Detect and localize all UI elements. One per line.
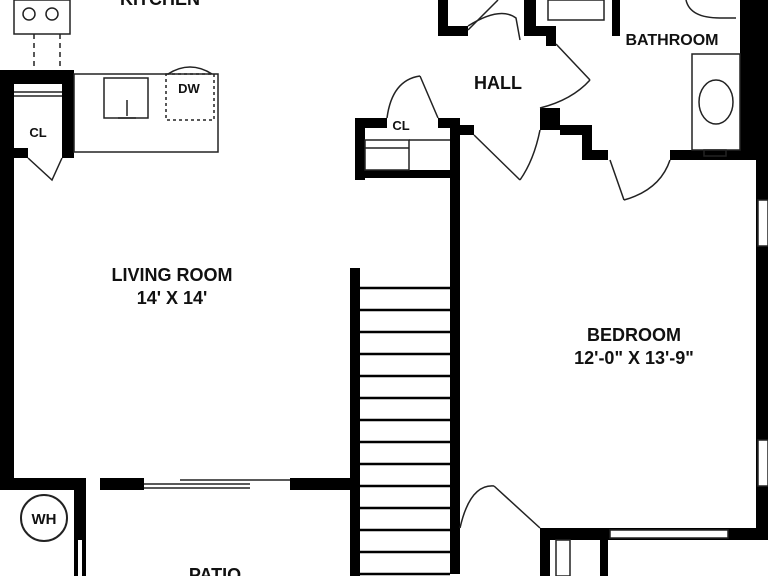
bedroom-lower-door	[493, 485, 541, 529]
wall-patio-mid	[100, 478, 144, 490]
patio-label: PATIO	[189, 565, 241, 576]
bathtub	[547, 0, 605, 21]
wall-closet-bottom	[0, 148, 28, 158]
toilet	[685, 0, 736, 19]
wall-hall-upper-left-stub	[438, 26, 468, 36]
wall-hall-closet-bottom	[355, 170, 450, 178]
dishwasher	[165, 73, 215, 121]
wall-patio-wh	[74, 478, 86, 576]
hall-doors	[386, 0, 591, 181]
wall-bath-step-bottom	[582, 150, 608, 160]
kitchen-closet-label: CL	[29, 125, 46, 140]
hall-closet-label: CL	[392, 118, 409, 133]
bedroom-lower-door-arc	[459, 485, 495, 529]
wall-hall-upper-left	[438, 0, 448, 36]
wall-bath-door-jamb	[546, 26, 556, 46]
stairs	[360, 286, 450, 576]
kitchen-closet	[14, 91, 63, 182]
bathroom-label: BATHROOM	[625, 32, 718, 49]
wall-hall-closet-top-left	[355, 118, 387, 128]
wall-left-exterior	[0, 70, 14, 486]
wall-hall-bedroom-top	[460, 125, 474, 135]
wall-closet-bottom-right	[600, 528, 608, 576]
hall-upper-door-arc	[467, 12, 521, 41]
window-closet	[555, 539, 571, 576]
patio-sliding-door	[144, 479, 290, 489]
bath-sink	[698, 79, 734, 125]
bedroom-doors	[459, 159, 671, 529]
dishwasher-label: DW	[178, 81, 200, 96]
wall-stair-left	[350, 268, 360, 576]
wall-bath-lower-left	[560, 125, 584, 135]
hall-closet-door	[419, 75, 439, 119]
dishwasher-door-arc	[167, 66, 213, 75]
water-heater	[20, 494, 68, 542]
window-bedroom-lower	[757, 439, 768, 487]
hall-closet-door-arc	[386, 75, 421, 119]
kitchen-counter	[73, 73, 219, 153]
stove	[13, 0, 71, 35]
kitchen-fixtures	[13, 0, 219, 153]
wall-hall-bath-post	[540, 108, 560, 130]
window-bedroom-bottom	[609, 529, 729, 539]
bedroom-closet-door	[609, 159, 625, 201]
wall-bath-left-stub	[524, 26, 556, 36]
bedroom-size: 12'-0" X 13'-9"	[574, 348, 694, 368]
bedroom-entry-door-arc	[519, 129, 541, 181]
bath-door-arc	[539, 79, 591, 109]
bedroom-closet-door-arc	[623, 159, 671, 201]
bath-door	[555, 43, 591, 81]
wall-bath-right	[740, 0, 768, 160]
wall-closet-bottom-left	[540, 528, 550, 576]
stove-burner	[45, 7, 59, 21]
wall-hall-closet-left	[355, 118, 365, 180]
vanity-base	[703, 149, 727, 157]
bathroom-fixtures	[547, 0, 741, 157]
windows	[555, 199, 768, 576]
wall-kitchen-closet-right	[62, 70, 74, 158]
living-room-label: LIVING ROOM	[112, 265, 233, 285]
hall-upper-door	[467, 0, 499, 31]
water-heater-label: WH	[32, 511, 57, 528]
wall-bedroom-top-right	[670, 150, 768, 160]
wall-patio-right	[290, 478, 360, 490]
wall-bath-tub-edge	[612, 0, 620, 36]
wall-patio-left	[0, 478, 84, 490]
bedroom-entry-door	[473, 134, 521, 181]
kitchen-label: KITCHEN	[120, 0, 200, 9]
wall-kitchen-closet-top	[0, 70, 74, 84]
stove-burner	[22, 7, 36, 21]
wall-hall-closet-top-right	[438, 118, 460, 128]
hall-label: HALL	[474, 73, 522, 93]
wall-bath-left-upper	[524, 0, 536, 34]
hall-closet-shelf	[364, 139, 410, 171]
hall-closet	[364, 139, 450, 171]
closet-door-swing	[27, 157, 63, 182]
kitchen-sink	[103, 77, 149, 119]
wall-stair-right	[450, 118, 460, 574]
window-bedroom-upper	[757, 199, 768, 247]
living-room-size: 14' X 14'	[137, 288, 208, 308]
bedroom-label: BEDROOM	[587, 325, 681, 345]
wall-bath-step	[582, 125, 592, 159]
